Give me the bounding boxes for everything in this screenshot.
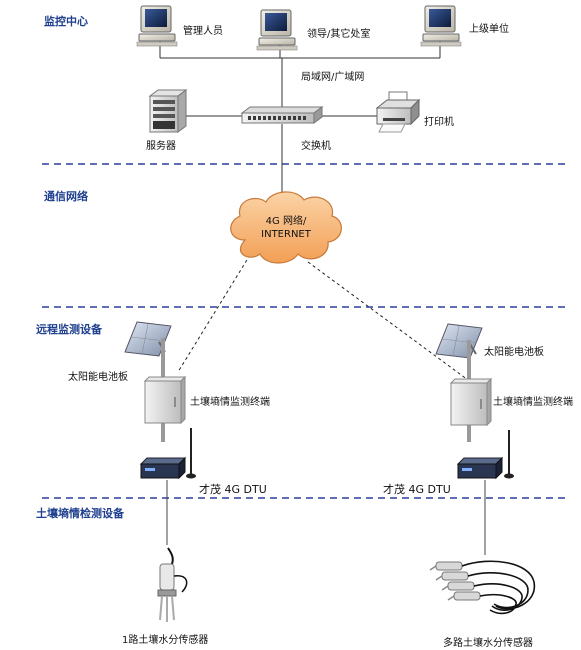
right-solar-label: 太阳能电池板 <box>484 347 544 358</box>
switch-icon <box>240 106 324 124</box>
terminal-box-icon <box>143 375 187 425</box>
dtu-icon <box>139 456 187 480</box>
cloud-icon <box>230 191 342 264</box>
manager-label: 管理人员 <box>183 26 223 37</box>
antenna-icon <box>186 428 196 479</box>
section-title-remote-equipment: 远程监测设备 <box>36 323 102 336</box>
section-title-soil-equipment: 土壤墒情检测设备 <box>36 507 124 520</box>
leader-label: 领导/其它处室 <box>307 29 371 40</box>
section-title-communication: 通信网络 <box>44 190 88 203</box>
solar-panel-icon <box>435 323 483 359</box>
cloud-label-line1: 4G 网络/ <box>265 216 307 227</box>
lan-connections <box>159 41 441 203</box>
dtu-icon <box>456 456 504 480</box>
computer-icon <box>420 5 462 47</box>
left-solar-label: 太阳能电池板 <box>68 372 128 383</box>
computer-icon <box>256 9 298 51</box>
wireless-links <box>177 254 469 381</box>
sensor-icon <box>157 547 188 622</box>
divider-lines <box>42 163 566 499</box>
computer-icon <box>136 5 178 47</box>
terminal-box-icon <box>449 377 493 427</box>
cloud-label: 4G 网络/ INTERNET <box>246 215 326 241</box>
printer-label: 打印机 <box>424 117 454 128</box>
left-dtu-label: 才茂 4G DTU <box>199 483 267 496</box>
sensor-icon <box>429 560 536 615</box>
left-terminal-label: 土壤墒情监测终端 <box>190 397 270 408</box>
section-title-monitor-center: 监控中心 <box>44 15 88 28</box>
superior-label: 上级单位 <box>469 24 509 35</box>
cloud-label-line2: INTERNET <box>261 229 311 240</box>
left-sensor-label: 1路土壤水分传感器 <box>122 635 209 646</box>
server-icon <box>148 89 188 133</box>
antenna-icon <box>504 430 514 479</box>
server-label: 服务器 <box>146 141 176 152</box>
printer-icon <box>375 91 421 133</box>
lan-wan-label: 局域网/广域网 <box>301 72 365 83</box>
switch-label: 交换机 <box>301 141 331 152</box>
right-dtu-label: 才茂 4G DTU <box>383 483 451 496</box>
right-sensor-label: 多路土壤水分传感器 <box>443 638 533 649</box>
right-terminal-label: 土壤墒情监测终端 <box>493 397 573 408</box>
